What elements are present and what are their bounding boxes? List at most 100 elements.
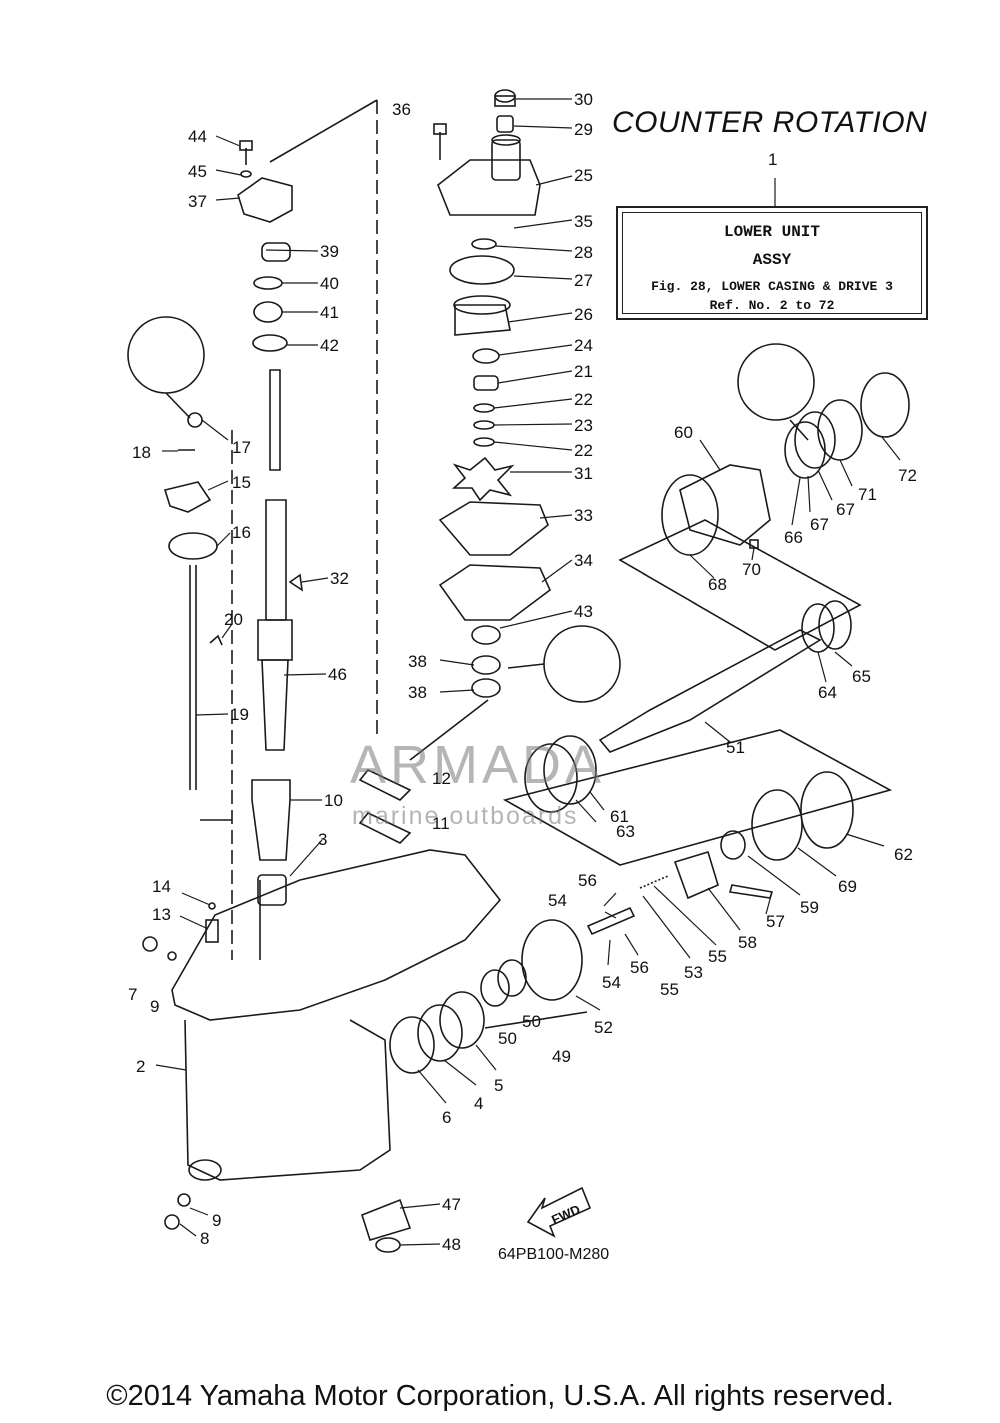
part-callout-61: 61 <box>610 807 629 826</box>
part-callout-29: 29 <box>574 120 593 139</box>
part-callout-7: 7 <box>128 985 137 1004</box>
part-callout-26: 26 <box>574 305 593 324</box>
part-callout-6: 6 <box>442 1108 451 1127</box>
part-callout-32: 32 <box>330 569 349 588</box>
part-callout-19: 19 <box>230 705 249 724</box>
part-callout-64: 64 <box>818 683 837 702</box>
part-callout-30: 30 <box>574 90 593 109</box>
part-54-shift-plunger <box>586 906 636 936</box>
part-9-gasket <box>167 951 177 961</box>
part-68-o-ring <box>661 474 719 556</box>
fwd-arrow-icon <box>526 1186 592 1238</box>
detail-inset-60 <box>737 343 815 421</box>
part-26-insert-cartridge <box>454 304 511 336</box>
part-25-pump-housing <box>437 159 541 216</box>
part-callout-17: 17 <box>232 438 251 457</box>
part-4-shim <box>417 1004 463 1062</box>
part-7-plug <box>142 936 158 952</box>
copyright-notice: ©2014 Yamaha Motor Corporation, U.S.A. A… <box>106 1380 894 1412</box>
part-callout-55: 55 <box>660 980 679 999</box>
part-50-needle-bearing <box>480 969 510 1007</box>
part-21-spring <box>473 375 499 391</box>
part-callout-15: 15 <box>232 473 251 492</box>
part-60-prop-shaft-housing <box>679 464 771 546</box>
part-14-ball <box>208 902 216 910</box>
guide-line-top <box>269 99 378 163</box>
part-callout-37: 37 <box>188 192 207 211</box>
ref-line-3: Fig. 28, LOWER CASING & DRIVE 3 <box>651 279 893 294</box>
diagram-title: COUNTER ROTATION <box>612 106 928 139</box>
part-41-seal <box>253 301 283 323</box>
part-callout-40: 40 <box>320 274 339 293</box>
part-callout-16: 16 <box>232 523 251 542</box>
part-2-lower-casing-body <box>184 1019 391 1181</box>
part-31-impeller <box>451 456 515 502</box>
part-callout-18: 18 <box>132 443 151 462</box>
watermark-name: ARMADA <box>350 735 606 795</box>
part-callout-60: 60 <box>674 423 693 442</box>
part-11-pin <box>358 812 412 844</box>
part-40-shim <box>253 276 283 290</box>
part-27-o-ring <box>449 255 515 285</box>
part-callout-12: 12 <box>432 769 451 788</box>
part-6-bearing-outer-race <box>389 1016 435 1074</box>
part-29-collar <box>496 115 514 133</box>
part-65-bearing <box>818 600 852 650</box>
part-callout-35: 35 <box>574 212 593 231</box>
part-32-key <box>288 573 304 592</box>
part-13-screw <box>205 919 219 943</box>
part-callout-51: 51 <box>726 738 745 757</box>
part-51-propeller-shaft <box>598 629 822 753</box>
part-callout-50: 50 <box>498 1029 517 1048</box>
part-66-seal <box>784 421 826 479</box>
gear-group-frame <box>502 729 893 866</box>
part-callout-22: 22 <box>574 390 593 409</box>
part-callout-21: 21 <box>574 362 593 381</box>
part-callout-67: 67 <box>810 515 829 534</box>
part-callout-13: 13 <box>152 905 171 924</box>
part-callout-47: 47 <box>442 1195 461 1214</box>
part-28-o-ring <box>471 238 497 250</box>
diagram-code: 64PB100-M280 <box>498 1246 610 1263</box>
part-callout-28: 28 <box>574 243 593 262</box>
part-5-taper-roller-bearing <box>439 991 485 1049</box>
part-callout-56: 56 <box>630 958 649 977</box>
watermark-tagline: marine outboards <box>352 802 579 830</box>
part-callout-9: 9 <box>150 997 159 1016</box>
part-callout-27: 27 <box>574 271 593 290</box>
part-2-lower-casing-top <box>171 849 502 1021</box>
part-15-shift-rod-boot <box>163 481 212 513</box>
part-53-spring <box>639 875 669 889</box>
part-callout-43: 43 <box>574 602 593 621</box>
reference-callout: 1 <box>768 150 778 169</box>
part-47-pinion-gear <box>361 1198 412 1241</box>
part-callout-2: 2 <box>136 1057 145 1076</box>
part-callout-45: 45 <box>188 162 207 181</box>
part-callout-52: 52 <box>594 1018 613 1037</box>
part-61-bearing <box>524 743 578 813</box>
part-callout-41: 41 <box>320 303 339 322</box>
part-71-washer <box>817 399 863 461</box>
part-callout-68: 68 <box>708 575 727 594</box>
part-callout-67: 67 <box>836 500 855 519</box>
part-63-shim <box>543 735 597 805</box>
part-3-bearing <box>257 874 287 906</box>
part-callout-33: 33 <box>574 506 593 525</box>
part-callout-62: 62 <box>894 845 913 864</box>
part-callout-58: 58 <box>738 933 757 952</box>
part-9-gasket-lower <box>177 1193 191 1207</box>
part-callout-66: 66 <box>784 528 803 547</box>
part-callout-59: 59 <box>800 898 819 917</box>
reference-box: LOWER UNIT ASSY Fig. 28, LOWER CASING & … <box>616 206 928 320</box>
part-67-seal <box>794 411 836 469</box>
part-10-sleeve <box>251 779 291 861</box>
part-callout-42: 42 <box>320 336 339 355</box>
part-72-ring-nut <box>860 372 910 438</box>
part-callout-14: 14 <box>152 877 171 896</box>
part-callout-11: 11 <box>432 814 450 833</box>
part-callout-71: 71 <box>858 485 877 504</box>
part-42-o-ring <box>252 334 288 352</box>
part-callout-72: 72 <box>898 466 917 485</box>
part-callout-50: 50 <box>522 1012 541 1031</box>
